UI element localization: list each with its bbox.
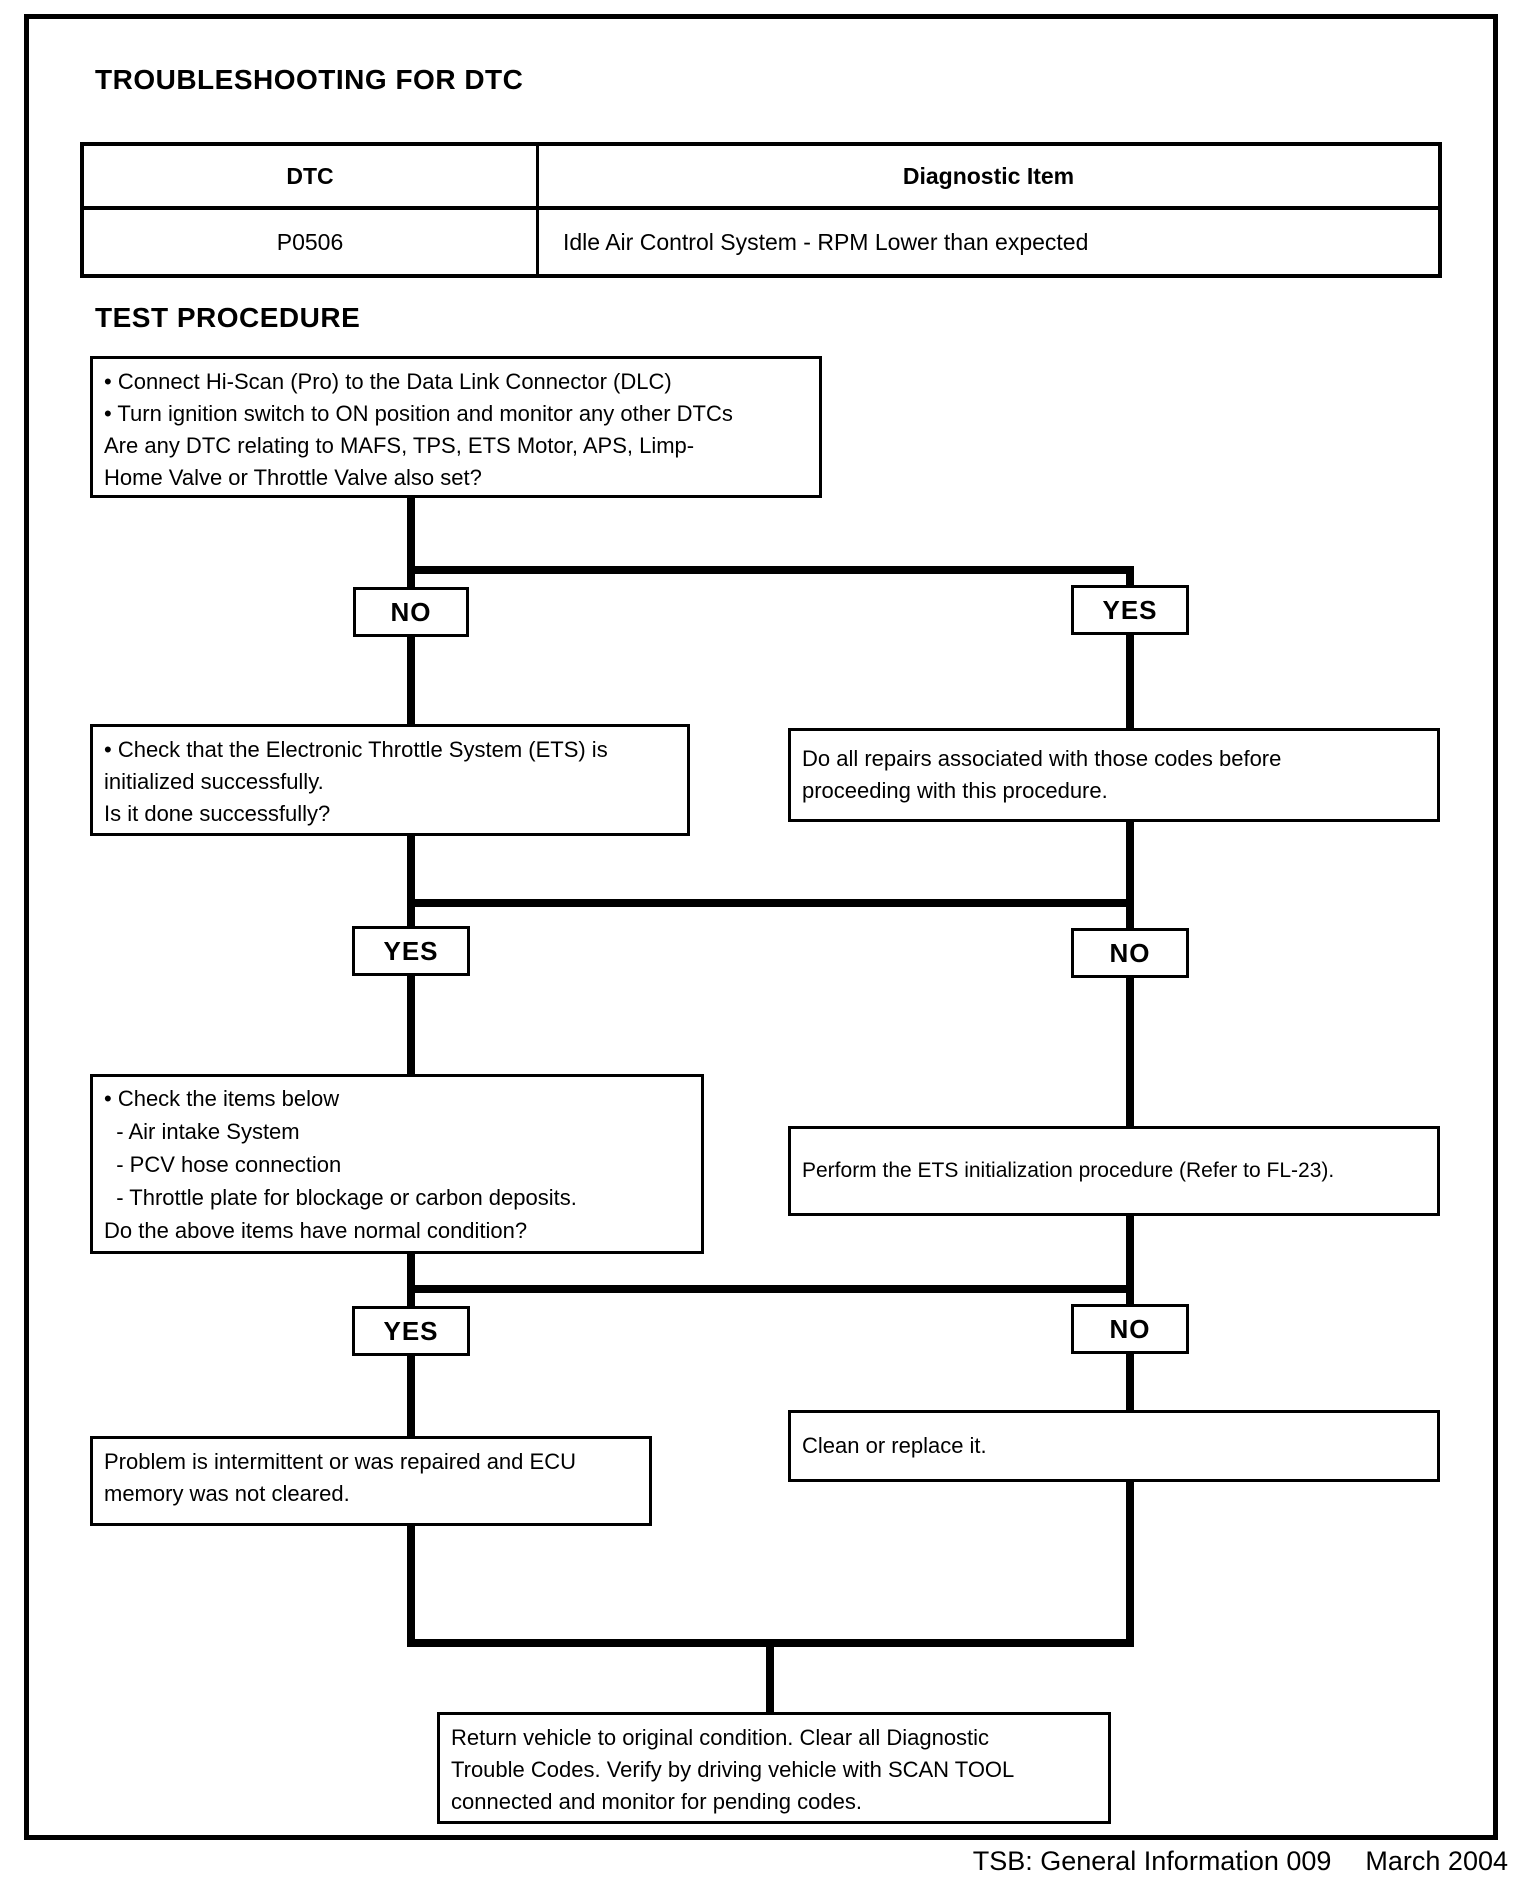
flow-step-check-items: • Check the items below - Air intake Sys… (90, 1074, 704, 1254)
flow-step-start: • Connect Hi-Scan (Pro) to the Data Link… (90, 356, 822, 498)
box-text-line: • Turn ignition switch to ON position an… (104, 401, 733, 426)
box-text-line: • Connect Hi-Scan (Pro) to the Data Link… (104, 369, 672, 394)
branch2-yes-label: YES (352, 926, 470, 976)
dtc-table: DTC Diagnostic Item P0506 Idle Air Contr… (80, 142, 1442, 278)
box-text-line: Do all repairs associated with those cod… (802, 746, 1282, 771)
connector-left-spine (407, 496, 415, 1643)
box-text-line: Perform the ETS initialization procedure… (802, 1159, 1335, 1182)
flow-step-return-vehicle: Return vehicle to original condition. Cl… (437, 1712, 1111, 1824)
box-text-line: Home Valve or Throttle Valve also set? (104, 465, 482, 490)
box-text-line: Clean or replace it. (802, 1433, 987, 1458)
connector-right-spine (1126, 566, 1134, 1643)
box-text-line: • Check that the Electronic Throttle Sys… (104, 737, 608, 762)
box-text-line: Problem is intermittent or was repaired … (104, 1449, 576, 1474)
connector-branch2-horizontal (407, 899, 1134, 907)
box-text-line: • Check the items below (104, 1086, 340, 1111)
box-text-line: Is it done successfully? (104, 801, 331, 826)
connector-branch3-horizontal (407, 1285, 1134, 1293)
box-text-line: proceeding with this procedure. (802, 778, 1108, 803)
branch1-yes-label: YES (1071, 585, 1189, 635)
box-text-line: Do the above items have normal condition… (104, 1218, 528, 1243)
connector-branch1-horizontal (407, 566, 1134, 574)
footer-tsb-text: TSB: General Information 009 (972, 1846, 1332, 1876)
branch2-no-label: NO (1071, 928, 1189, 978)
dtc-table-header-diagnostic-item: Diagnostic Item (902, 162, 1075, 189)
branch3-no-label: NO (1071, 1304, 1189, 1354)
table-row: P0506 Idle Air Control System - RPM Lowe… (84, 210, 1438, 274)
box-text-line: Are any DTC relating to MAFS, TPS, ETS M… (104, 433, 695, 458)
dtc-code-cell: P0506 (84, 210, 539, 274)
branch3-yes-label: YES (352, 1306, 470, 1356)
flow-step-intermittent: Problem is intermittent or was repaired … (90, 1436, 652, 1526)
connector-final-drop (766, 1639, 774, 1714)
box-text-line: initialized successfully. (104, 769, 324, 794)
box-text-line: memory was not cleared. (104, 1481, 350, 1506)
diagnostic-item-cell: Idle Air Control System - RPM Lower than… (563, 228, 1089, 255)
footer-date-text: March 2004 (1365, 1846, 1508, 1876)
flow-step-clean-replace: Clean or replace it. (788, 1410, 1440, 1482)
flow-step-do-repairs: Do all repairs associated with those cod… (788, 728, 1440, 822)
dtc-table-header-row: DTC Diagnostic Item (84, 146, 1438, 210)
box-text-line: Return vehicle to original condition. Cl… (451, 1725, 990, 1750)
box-text-line: - PCV hose connection (104, 1152, 342, 1177)
page-border-frame (24, 14, 1498, 1840)
box-text-line: connected and monitor for pending codes. (451, 1789, 862, 1814)
box-text-line: - Air intake System (104, 1119, 300, 1144)
dtc-table-header-dtc: DTC (84, 146, 539, 206)
box-text-line: - Throttle plate for blockage or carbon … (104, 1185, 577, 1210)
flow-step-perform-init: Perform the ETS initialization procedure… (788, 1126, 1440, 1216)
branch1-no-label: NO (353, 587, 469, 637)
page-title: TROUBLESHOOTING FOR DTC (95, 64, 524, 95)
flow-step-check-ets-init: • Check that the Electronic Throttle Sys… (90, 724, 690, 836)
box-text-line: Trouble Codes. Verify by driving vehicle… (451, 1757, 1015, 1782)
footer: TSB: General Information 009 March 2004 (973, 1846, 1508, 1877)
section-title: TEST PROCEDURE (95, 302, 361, 333)
